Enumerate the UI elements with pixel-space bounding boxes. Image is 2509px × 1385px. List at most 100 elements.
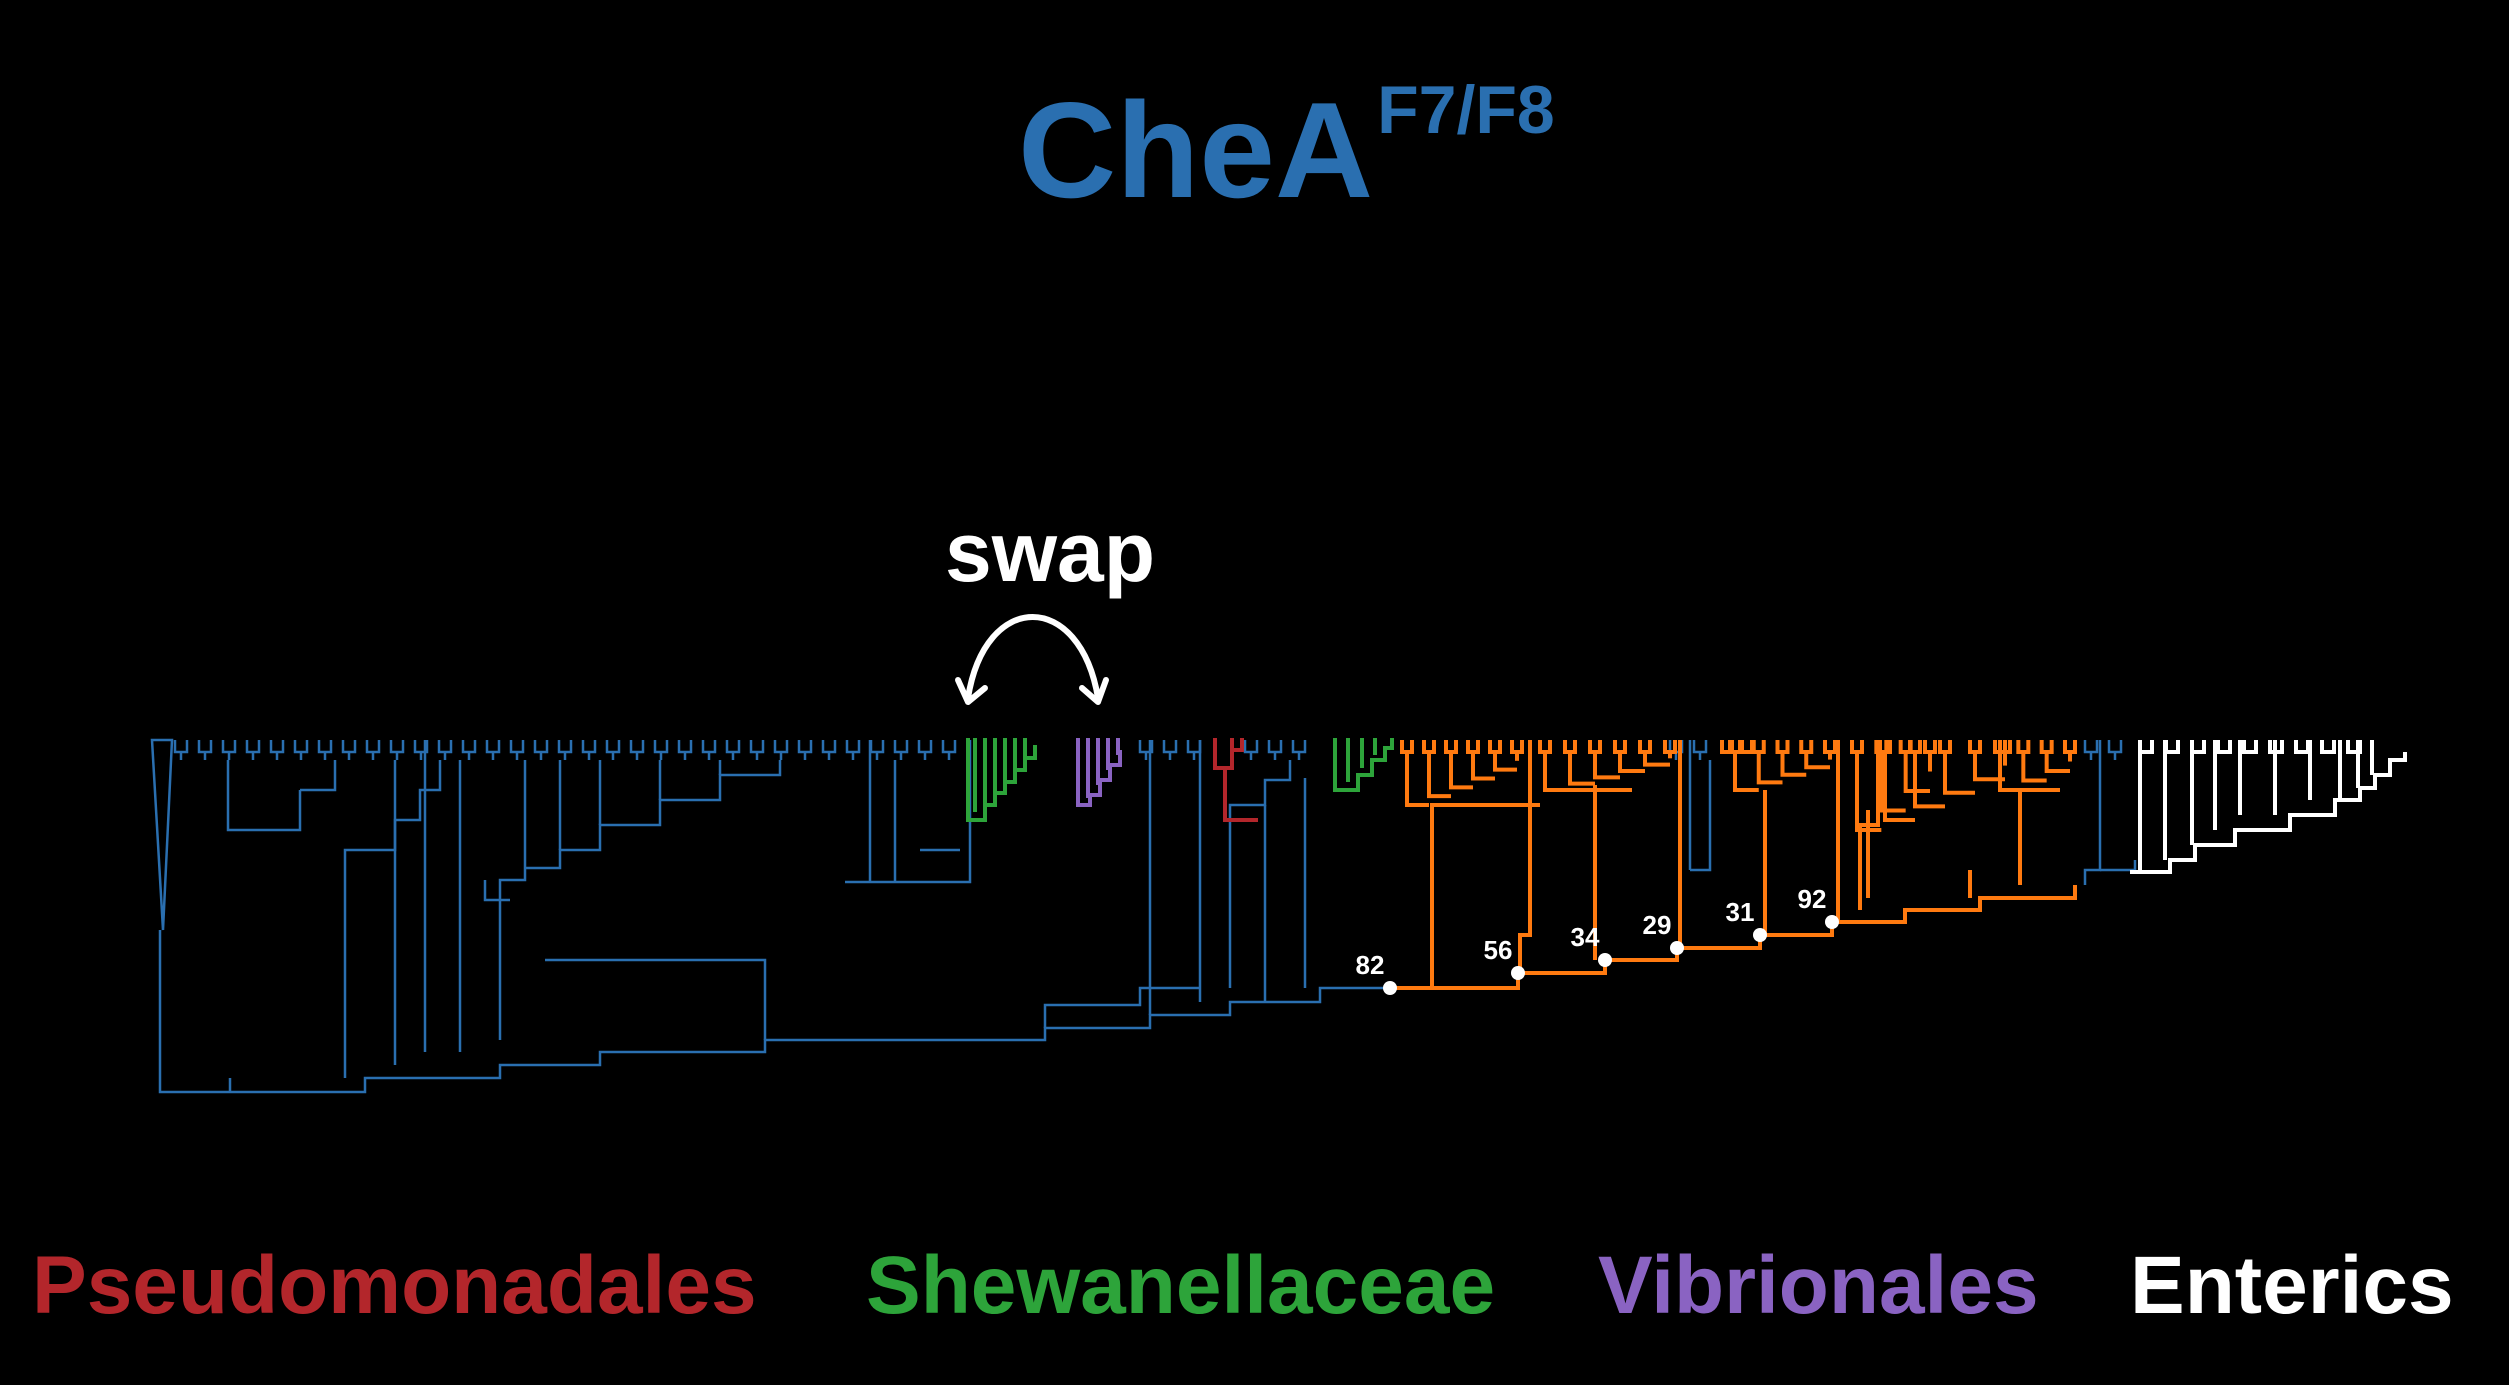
tip-cherry xyxy=(221,740,237,754)
title-main: CheA xyxy=(1018,74,1374,226)
tip-cherry xyxy=(389,740,405,754)
bootstrap-value-label: 34 xyxy=(1571,922,1600,952)
inner-branch xyxy=(1405,752,1429,807)
tip-cherry xyxy=(245,740,261,754)
inner-branch xyxy=(1855,752,1882,832)
tip-cherry xyxy=(677,740,693,754)
tip-cherry xyxy=(1267,740,1283,754)
tip-cherry xyxy=(1588,740,1602,754)
inner-branch xyxy=(1973,752,2005,782)
inner-branch xyxy=(2021,752,2047,783)
inner-branch xyxy=(845,740,972,884)
tip-cherry xyxy=(365,740,381,754)
support-node-marker xyxy=(1383,981,1397,995)
tip-cherry xyxy=(1186,740,1202,754)
inner-branch xyxy=(2044,752,2070,773)
tip-cherry xyxy=(2242,740,2258,754)
tip-cherry xyxy=(2063,740,2077,754)
support-node-marker xyxy=(1511,966,1525,980)
inner-branch xyxy=(1427,752,1451,799)
tip-cherry xyxy=(269,740,285,754)
inner-branch xyxy=(2100,860,2137,872)
tip-cherry xyxy=(629,740,645,754)
inner-branch xyxy=(1618,752,1645,773)
tip-cherry xyxy=(2268,740,2284,754)
inner-branch xyxy=(525,760,782,870)
tip-cherry xyxy=(1444,740,1458,754)
tip-cherry xyxy=(1488,740,1502,754)
tip-cherry xyxy=(1243,740,1259,754)
tip-cherry xyxy=(1510,740,1524,754)
support-node-marker xyxy=(1670,941,1684,955)
tip-cherry xyxy=(941,740,957,754)
tip-cherry xyxy=(701,740,717,754)
page-title: CheAF7/F8 xyxy=(1018,76,1555,218)
tip-cherry xyxy=(2190,740,2206,754)
tree-background-branches xyxy=(150,738,2137,1094)
inner-branch xyxy=(300,760,337,792)
tip-cherry xyxy=(461,740,477,754)
support-node-marker xyxy=(1598,953,1612,967)
clade-vibrionales xyxy=(1076,738,1122,807)
inner-branch xyxy=(1043,986,1200,1028)
inner-branch xyxy=(1998,752,2024,792)
inner-branch xyxy=(1756,752,1783,785)
tip-cherry xyxy=(1751,740,1766,754)
tip-cherry xyxy=(1162,740,1178,754)
tip-cherry xyxy=(653,740,669,754)
tip-cherry xyxy=(821,740,837,754)
tip-cherry xyxy=(1850,740,1864,754)
tip-cherry xyxy=(1291,740,1307,754)
bootstrap-value-label: 31 xyxy=(1726,897,1755,927)
tip-cherry xyxy=(1923,740,1937,754)
inner-branch xyxy=(1883,752,1915,822)
inner-branch xyxy=(1543,752,1570,792)
inner-branch xyxy=(1449,752,1473,790)
inner-branch xyxy=(1903,752,1930,793)
tip-cherry xyxy=(2216,740,2232,754)
tip-cherry xyxy=(2346,740,2362,754)
inner-branch xyxy=(1879,752,1906,813)
tip-cherry xyxy=(1775,740,1790,754)
inner-branch xyxy=(1804,752,1830,770)
clade-pseudomonadales xyxy=(1213,738,1258,822)
tip-cherry xyxy=(2107,740,2123,754)
tip-cherry xyxy=(605,740,621,754)
tip-cherry xyxy=(2039,740,2054,754)
legend-shewanellaceae: Shewanellaceae xyxy=(866,1240,1496,1331)
tip-cherry xyxy=(797,740,813,754)
tip-cherry xyxy=(725,740,741,754)
tip-cherry xyxy=(749,740,765,754)
tip-cherry xyxy=(2016,740,2031,754)
tip-cherry xyxy=(869,740,885,754)
tip-cherry xyxy=(1466,740,1480,754)
inner-branch xyxy=(2130,752,2407,874)
tip-cherry xyxy=(917,740,933,754)
tip-cherry xyxy=(317,740,333,754)
tip-cherry xyxy=(893,740,909,754)
inner-branch xyxy=(1568,752,1595,786)
support-node-marker xyxy=(1753,928,1767,942)
title-superscript: F7/F8 xyxy=(1377,72,1555,148)
inner-branch xyxy=(226,760,302,832)
clade-shewanellaceae-left xyxy=(966,738,1037,822)
clade-shewanellaceae-right xyxy=(1333,738,1394,792)
tip-cherry xyxy=(581,740,597,754)
inner-branch xyxy=(1593,752,1620,780)
bootstrap-value-label: 82 xyxy=(1356,950,1385,980)
tip-cherry xyxy=(197,740,213,754)
inner-branch xyxy=(1913,752,1945,809)
tip-cherry xyxy=(1968,740,1982,754)
tip-cherry xyxy=(2083,740,2099,754)
inner-branch xyxy=(483,880,510,902)
tip-cherry xyxy=(1538,740,1552,754)
bootstrap-value-label: 56 xyxy=(1484,935,1513,965)
inner-branch xyxy=(1471,752,1495,781)
collapsed-clade-wedge xyxy=(150,738,174,931)
tip-cherry xyxy=(557,740,573,754)
bootstrap-value-label: 92 xyxy=(1798,884,1827,914)
inner-branch xyxy=(1493,752,1517,772)
tip-cherry xyxy=(2138,740,2154,754)
